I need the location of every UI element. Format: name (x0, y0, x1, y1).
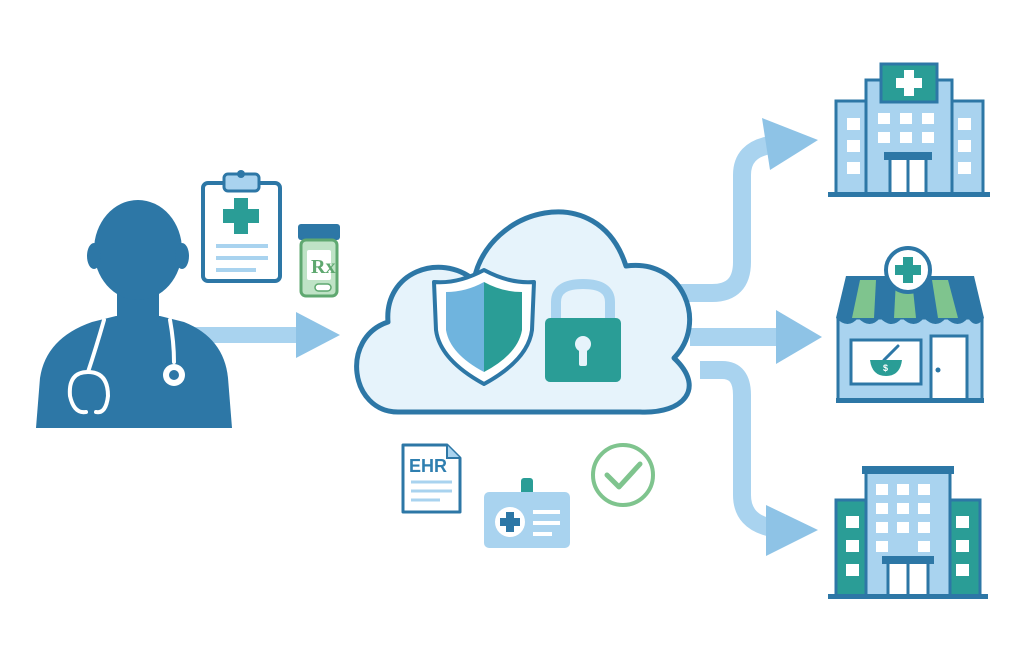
pharmacy-icon: $ (836, 246, 984, 403)
rx-label: Rx (311, 256, 335, 278)
medical-id-badge-icon (484, 478, 570, 548)
doctor-icon (36, 200, 232, 428)
padlock-icon (545, 278, 621, 382)
clinic-building-icon (828, 466, 988, 599)
arrow-cloud-to-pharmacy (690, 310, 822, 364)
arrow-cloud-to-clinic (700, 361, 818, 556)
prescription-bottle-icon: Rx (298, 224, 340, 298)
shield-icon (432, 268, 536, 386)
ehr-label: EHR (409, 456, 447, 476)
hospital-icon (828, 62, 990, 197)
mortar-pestle-icon: $ (870, 344, 902, 376)
arrow-cloud-to-hospital (660, 118, 818, 302)
price-symbol: $ (883, 363, 888, 373)
ehr-document-icon: EHR (401, 443, 462, 514)
arrows (182, 118, 822, 556)
stethoscope-icon (67, 318, 185, 415)
checkmark-circle-icon (591, 443, 655, 507)
medical-clipboard-icon (201, 170, 282, 283)
